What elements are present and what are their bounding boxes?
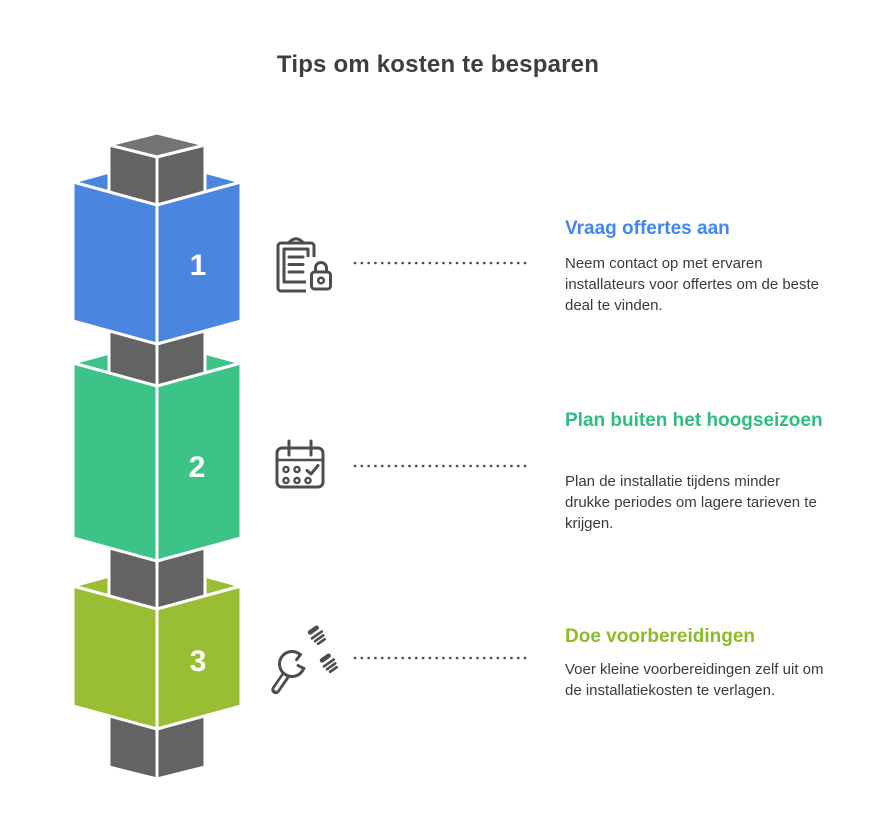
block-3-left-face [71, 584, 159, 731]
block-2-number: 2 [189, 451, 206, 484]
dotted-connector-1 [353, 261, 531, 265]
block-1-right-face [155, 180, 243, 346]
block-1-left-face [71, 180, 159, 346]
block-2: 2 [71, 361, 243, 563]
section-1-body: Neem contact op met ervaren installateur… [565, 255, 820, 314]
page-title: Tips om kosten te besparen [276, 51, 600, 78]
block-tower: 1 2 3 [71, 131, 243, 781]
wrench [271, 645, 317, 695]
section-3-body: Voer kleine voorbereidingen zelf uit om … [565, 661, 824, 699]
screw-1 [307, 625, 326, 646]
dotted-connector-3 [353, 656, 531, 660]
block-3: 3 [71, 584, 243, 731]
clipboard-lock-icon [276, 237, 338, 294]
block-1: 1 [71, 180, 243, 346]
block-3-right-face [155, 584, 243, 731]
section-2-body: Plan de installatie tijdens minder drukk… [565, 473, 817, 532]
calendar-check-icon [275, 439, 325, 489]
block-2-right-face [155, 361, 243, 563]
dotted-connector-2 [353, 464, 531, 468]
section-2-heading: Plan buiten het hoogseizoen [565, 410, 823, 431]
section-3-heading: Doe voorbereidingen [565, 626, 756, 647]
wrench-screws-icon [271, 625, 338, 695]
block-1-number: 1 [190, 249, 207, 282]
block-2-left-face [71, 361, 159, 563]
block-3-number: 3 [190, 645, 207, 678]
section-1-heading: Vraag offertes aan [565, 218, 730, 239]
screw-2 [319, 653, 338, 674]
